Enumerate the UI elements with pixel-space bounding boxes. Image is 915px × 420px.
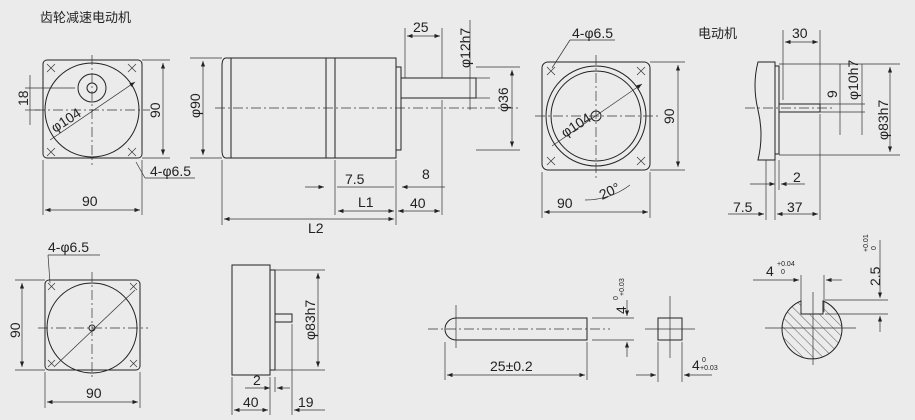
- gear-side-shaft-len-label: 25: [413, 19, 429, 35]
- motor-side-shaft-dia-label: φ10h7: [845, 60, 861, 100]
- gear-front-offset-label: 18: [15, 90, 31, 106]
- keyway-depth-label: 2.5: [867, 266, 883, 286]
- motor-side-view: 30 9 φ10h7 φ83h7 2 7.5 37: [728, 25, 900, 220]
- key-width-tol-up: 0: [702, 357, 706, 364]
- key-detail: 4 0 +0.03 25±0.2 4 0 +0.03: [428, 278, 718, 382]
- gear-side-shaft-dia-label: φ12h7: [457, 28, 473, 68]
- gear-side-L1-label: L1: [358, 194, 374, 210]
- gear-side-boss-dia-label: φ36: [495, 87, 511, 112]
- keyway-width-label: 4: [766, 263, 774, 279]
- motor-side-pilot-dia-label: φ83h7: [875, 100, 891, 140]
- gear-side-d40-label: 40: [410, 195, 426, 211]
- motor-front-height-label: 90: [661, 108, 677, 124]
- key-width-tol-dn: +0.03: [700, 365, 718, 372]
- motor-side-d75-label: 7.5: [733, 199, 753, 215]
- key-width-label: 4: [692, 357, 700, 373]
- bottom-front-view: 4-φ6.5 90 90: [7, 239, 148, 408]
- gear-side-L2-label: L2: [308, 220, 324, 236]
- title-gear-motor: 齿轮减速电动机: [40, 11, 131, 26]
- bottom-side-d19-label: 19: [298, 394, 314, 410]
- bottom-side-d2-label: 2: [253, 372, 261, 388]
- gear-front-width-label: 90: [82, 193, 98, 209]
- motor-front-view: φ104 4-φ6.5 90 90 20°: [535, 25, 685, 218]
- motor-front-width-label: 90: [557, 195, 573, 211]
- title-motor: 电动机: [698, 27, 737, 42]
- gear-side-body-dia-label: φ90: [187, 93, 203, 118]
- gear-front-holes-label: 4-φ6.5: [150, 163, 191, 179]
- motor-front-angle-label: 20°: [597, 179, 623, 202]
- gear-motor-front-view: φ104 90 18 4-φ6.5 90: [15, 55, 195, 215]
- key-length-label: 25±0.2: [490, 358, 533, 374]
- motor-front-diameter-label: φ104: [558, 109, 594, 140]
- bottom-side-d40-label: 40: [243, 394, 259, 410]
- bottom-side-view: φ83h7 2 40 19: [231, 264, 325, 415]
- motor-side-d2-label: 2: [793, 169, 801, 185]
- gear-side-d75-label: 7.5: [345, 171, 365, 187]
- motor-side-key-label: 9: [824, 90, 840, 98]
- motor-side-shaft-len-label: 30: [792, 25, 808, 41]
- key-height-label: 4: [613, 306, 629, 314]
- motor-side-d37-label: 37: [787, 199, 803, 215]
- keyway-width-tol-dn: 0: [781, 269, 785, 276]
- gear-motor-side-view: φ90 25 φ12h7 φ36 7.5 8 L1 40 L2: [187, 19, 520, 236]
- bottom-front-height-label: 90: [7, 322, 23, 338]
- keyway-width-tol-up: +0.04: [777, 261, 795, 268]
- key-height-tol-dn: +0.03: [619, 278, 626, 296]
- bottom-side-pilot-dia-label: φ83h7: [302, 300, 318, 340]
- bottom-front-holes-label: 4-φ6.5: [48, 239, 89, 255]
- gear-front-height-label: 90: [147, 102, 163, 118]
- key-height-tol-up: 0: [613, 296, 620, 300]
- gear-side-d8-label: 8: [422, 166, 430, 182]
- keyway-section: 4 +0.04 0 2.5 +0.01 0: [753, 234, 888, 365]
- gear-front-diameter-label: φ104: [48, 104, 84, 135]
- bottom-front-width-label: 90: [86, 385, 102, 401]
- keyway-depth-tol-dn: 0: [871, 246, 878, 250]
- keyway-depth-tol-up: +0.01: [863, 234, 870, 252]
- motor-front-holes-label: 4-φ6.5: [572, 25, 613, 41]
